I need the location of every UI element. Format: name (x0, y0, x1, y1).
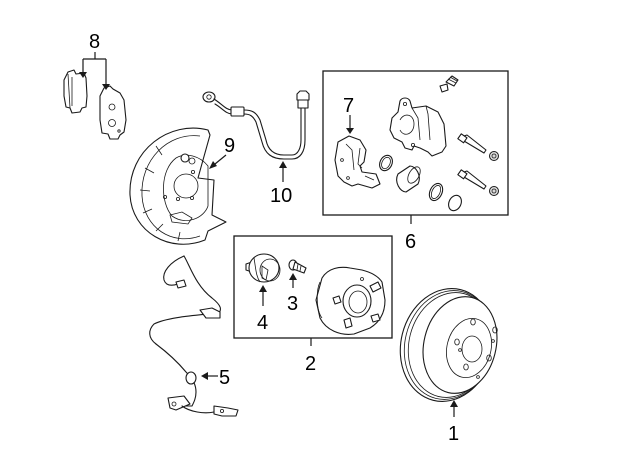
arrow-icon (346, 128, 354, 134)
callout-10: 10 (270, 161, 292, 207)
arrow-icon (279, 161, 287, 168)
callout-7-label: 7 (343, 95, 354, 117)
part-brake-pads[interactable] (63, 69, 127, 140)
part-seal-ring[interactable] (377, 153, 395, 173)
callout-2: 2 (305, 338, 316, 375)
callout-6-label: 6 (405, 231, 416, 253)
part-bleeder[interactable] (439, 75, 459, 93)
part-caliper-support[interactable] (334, 135, 381, 189)
callout-9-label: 9 (224, 135, 235, 157)
part-piston[interactable] (396, 165, 423, 193)
callout-1-label: 1 (448, 423, 459, 445)
arrow-icon (79, 72, 87, 78)
callout-5-label: 5 (219, 367, 230, 389)
callout-8-label: 8 (89, 31, 100, 53)
arrow-icon (289, 273, 297, 280)
callout-4: 4 (257, 285, 268, 334)
callout-3-label: 3 (287, 293, 298, 315)
caliper-assembly-box (322, 70, 509, 216)
part-abs-sensor[interactable] (149, 255, 239, 417)
callout-4-label: 4 (257, 312, 268, 334)
callout-8: 8 (79, 31, 110, 90)
hub-assembly-box (233, 235, 393, 339)
callout-5: 5 (201, 367, 230, 389)
arrow-icon (201, 372, 208, 380)
part-guide-pins[interactable] (457, 133, 499, 196)
arrow-icon (209, 161, 217, 169)
callout-2-label: 2 (305, 353, 316, 375)
arrow-icon (102, 84, 110, 90)
callout-10-label: 10 (270, 185, 292, 207)
part-splash-shield[interactable] (129, 127, 227, 245)
callout-3: 3 (287, 273, 298, 315)
callout-7: 7 (343, 95, 354, 134)
callout-1: 1 (448, 400, 459, 445)
part-rotor[interactable] (389, 279, 507, 412)
part-dust-cap[interactable] (245, 253, 281, 283)
part-brake-hose[interactable] (202, 90, 310, 160)
part-caliper[interactable] (389, 97, 447, 157)
part-hub-bearing[interactable] (315, 266, 386, 335)
arrow-icon (450, 400, 458, 407)
callout-9: 9 (209, 135, 235, 169)
callout-6: 6 (405, 215, 416, 253)
arrow-icon (259, 285, 267, 292)
part-boot[interactable] (427, 181, 464, 212)
part-hub-bolt[interactable] (288, 259, 307, 274)
